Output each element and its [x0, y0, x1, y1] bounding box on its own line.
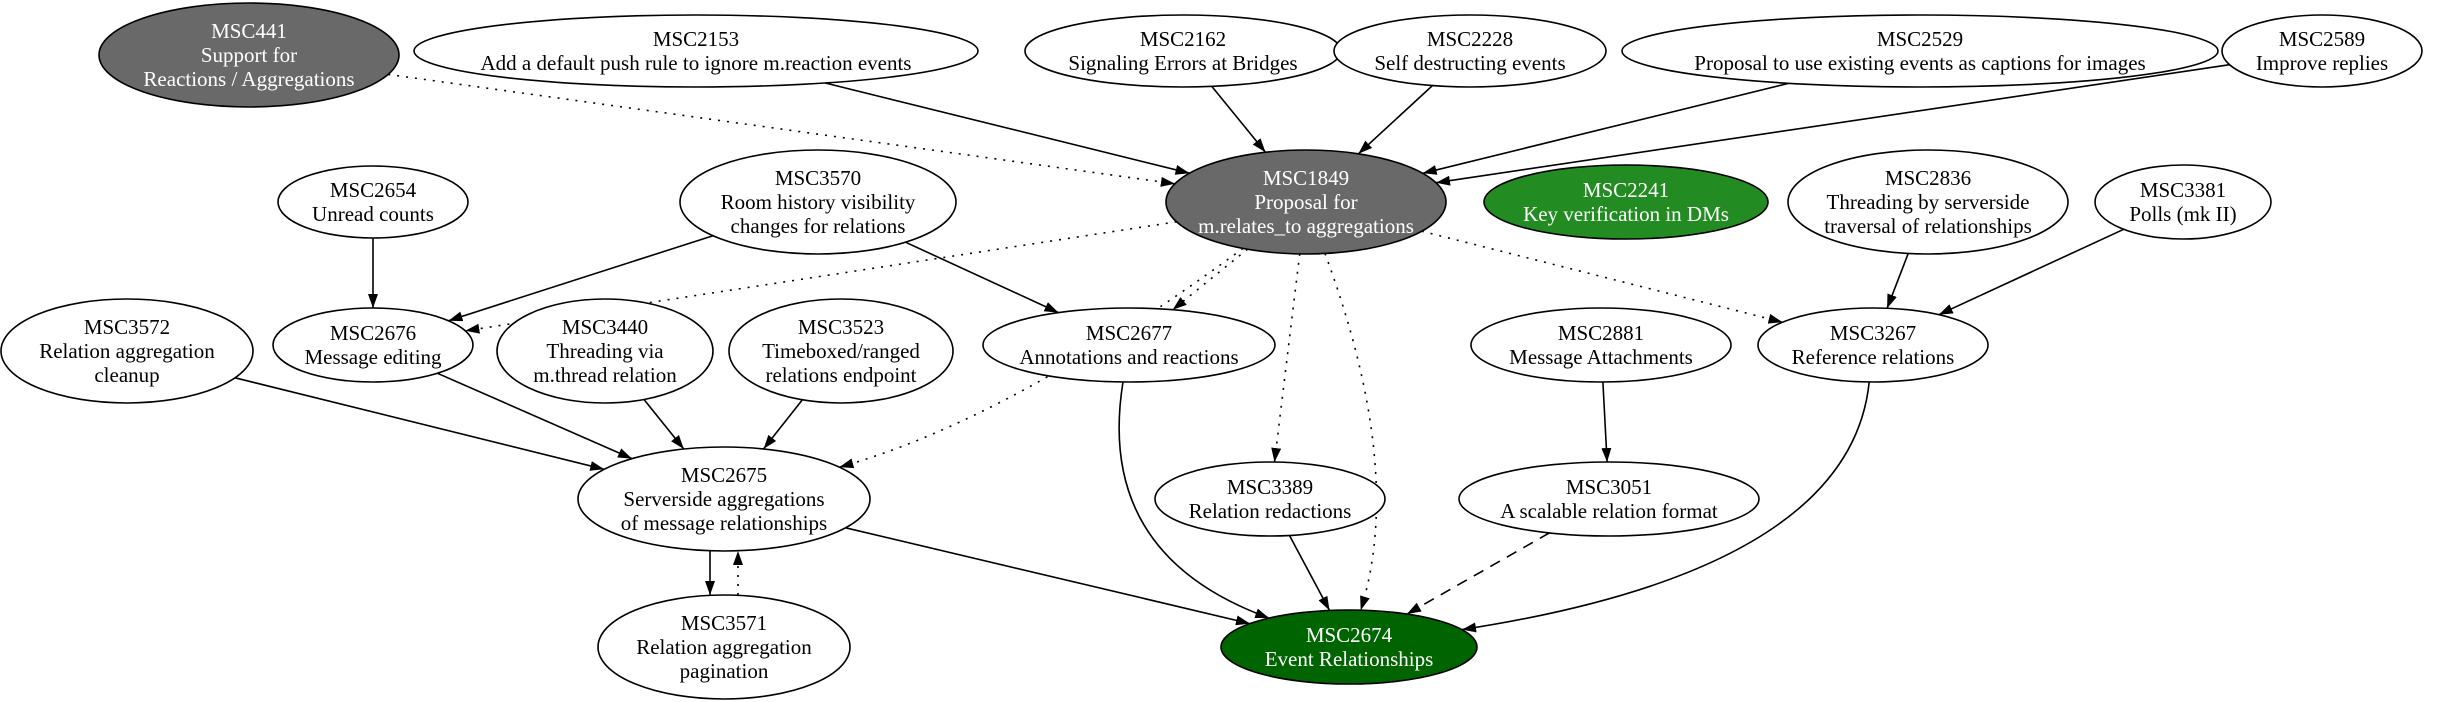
- edge-MSC3570-MSC2676: [448, 234, 714, 322]
- node-ellipse-MSC3571: [597, 594, 851, 700]
- node-ellipse-MSC2674: [1220, 609, 1478, 685]
- edge-MSC3389-MSC2674: [1288, 535, 1331, 611]
- node-ellipse-MSC3570: [679, 149, 957, 255]
- node-ellipse-MSC2153: [413, 14, 979, 88]
- edge-MSC3267-MSC2674: [1461, 381, 1870, 633]
- node-ellipse-MSC3523: [728, 298, 954, 404]
- node-ellipse-MSC3051: [1458, 461, 1760, 537]
- node-ellipse-MSC2654: [277, 165, 469, 239]
- node-ellipse-MSC2228: [1333, 14, 1607, 88]
- node-ellipse-MSC3389: [1154, 461, 1386, 537]
- node-ellipse-MSC3440: [496, 298, 714, 404]
- edge-MSC2675-MSC2674: [845, 527, 1251, 626]
- edge-MSC3440-MSC2675: [643, 398, 685, 450]
- node-ellipse-MSC3572: [0, 298, 254, 404]
- edge-MSC441-MSC1849: [388, 73, 1176, 187]
- node-ellipse-MSC441: [98, 2, 400, 108]
- node-ellipse-MSC2241: [1483, 164, 1769, 240]
- node-ellipse-MSC2529: [1621, 14, 2219, 88]
- node-ellipse-MSC2881: [1470, 307, 1732, 383]
- edge-MSC1849-MSC3389: [1271, 253, 1301, 463]
- edge-MSC3051-MSC2674: [1406, 532, 1550, 615]
- edge-MSC2153-MSC1849: [825, 82, 1190, 175]
- node-ellipse-MSC2836: [1787, 149, 2069, 255]
- edge-MSC2676-MSC2675: [437, 372, 633, 460]
- edge-MSC1849-MSC2674: [1324, 253, 1378, 611]
- edge-MSC2589-MSC1849: [1435, 63, 2230, 186]
- node-ellipse-MSC3381: [2094, 164, 2272, 240]
- edge-MSC2836-MSC3267: [1886, 253, 1909, 309]
- edge-MSC2228-MSC1849: [1357, 85, 1433, 155]
- node-ellipse-MSC2677: [982, 307, 1276, 383]
- edges-layer: [234, 63, 2230, 633]
- edge-MSC2162-MSC1849: [1211, 85, 1267, 153]
- edge-MSC3572-MSC2675: [234, 377, 605, 471]
- edge-MSC2881-MSC3051: [1601, 381, 1612, 463]
- node-ellipse-MSC2676: [272, 307, 474, 383]
- edge-MSC2677-MSC2674: [1118, 381, 1270, 619]
- edge-MSC3523-MSC2675: [762, 399, 804, 450]
- edge-MSC2529-MSC1849: [1422, 82, 1789, 175]
- edge-MSC3381-MSC3267: [1938, 228, 2125, 316]
- node-ellipse-MSC3267: [1757, 307, 1989, 383]
- node-ellipse-MSC2675: [577, 446, 871, 552]
- edge-MSC3570-MSC2677: [905, 241, 1059, 314]
- node-ellipse-MSC2589: [2221, 14, 2423, 88]
- node-ellipse-MSC1849: [1165, 149, 1447, 255]
- edge-MSC1849-MSC2677: [1172, 248, 1249, 311]
